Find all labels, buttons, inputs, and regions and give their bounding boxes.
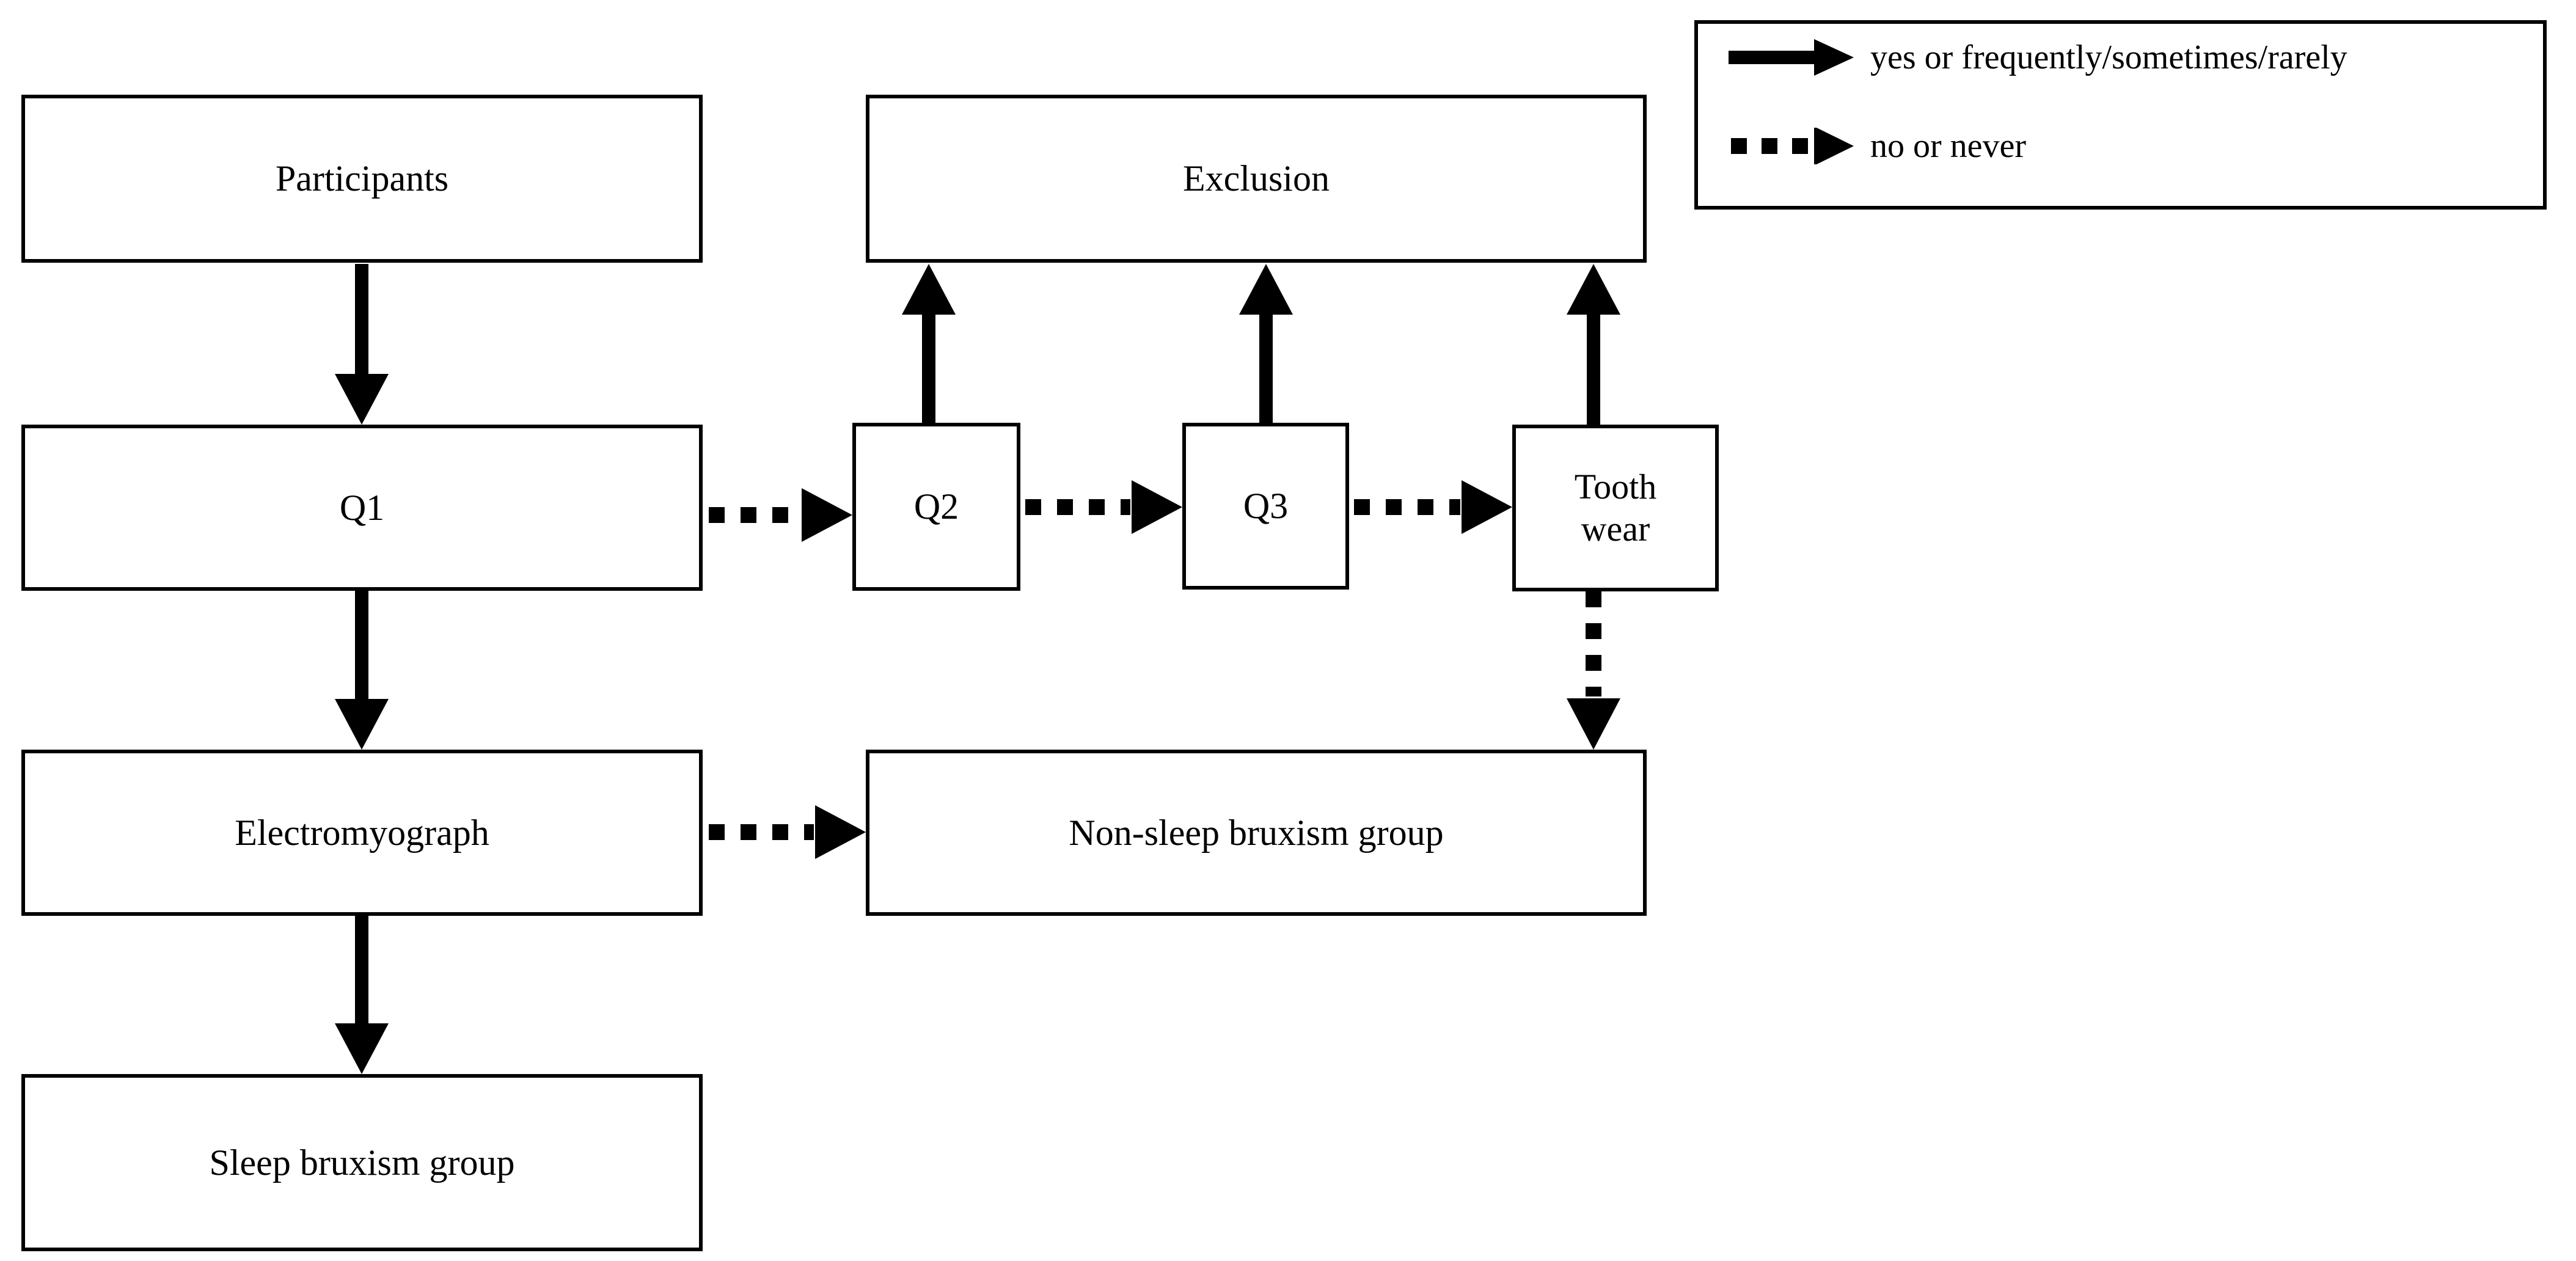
node-q3-label: Q3 [1243, 486, 1289, 527]
node-q2[interactable]: Q2 [852, 423, 1020, 591]
node-participants[interactable]: Participants [21, 95, 703, 263]
node-q3[interactable]: Q3 [1182, 423, 1349, 590]
legend-solid-label: yes or frequently/sometimes/rarely [1870, 38, 2347, 76]
edge-tooth-wear-to-exclusion [1567, 264, 1620, 425]
node-exclusion-label: Exclusion [1183, 158, 1330, 199]
edge-q1-to-q2 [709, 488, 852, 542]
node-non-sleep-bruxism-group-label: Non-sleep bruxism group [1069, 812, 1444, 853]
node-sleep-bruxism-group-label: Sleep bruxism group [209, 1142, 515, 1183]
legend-box: yes or frequently/sometimes/rarely no or… [1694, 20, 2547, 210]
edge-participants-to-q1 [335, 264, 389, 425]
node-non-sleep-bruxism-group[interactable]: Non-sleep bruxism group [866, 750, 1647, 916]
solid-arrow-icon [1729, 39, 1857, 76]
node-participants-label: Participants [275, 158, 449, 199]
edge-electromyograph-to-sleep-group [335, 916, 389, 1074]
node-q2-label: Q2 [913, 486, 959, 527]
node-sleep-bruxism-group[interactable]: Sleep bruxism group [21, 1074, 703, 1251]
edge-q3-to-tooth-wear [1354, 480, 1512, 534]
legend-row-solid: yes or frequently/sometimes/rarely [1729, 30, 2347, 85]
legend-dotted-label: no or never [1870, 127, 2027, 165]
edge-q1-to-electromyograph [335, 591, 389, 750]
node-tooth-wear-label: Tooth wear [1574, 467, 1657, 549]
node-electromyograph-label: Electromyograph [235, 812, 489, 853]
node-q1-label: Q1 [339, 487, 385, 528]
edge-q2-to-exclusion [902, 264, 956, 423]
node-tooth-wear[interactable]: Tooth wear [1512, 425, 1719, 591]
edge-q2-to-q3 [1025, 480, 1182, 534]
node-q1[interactable]: Q1 [21, 425, 703, 591]
node-exclusion[interactable]: Exclusion [866, 95, 1647, 263]
node-electromyograph[interactable]: Electromyograph [21, 750, 703, 916]
legend-row-dotted: no or never [1729, 119, 2026, 174]
edge-electromyograph-to-nonsleep-group [709, 805, 866, 859]
dotted-arrow-icon [1729, 126, 1857, 166]
edge-q3-to-exclusion [1239, 264, 1293, 423]
edge-tooth-wear-to-nonsleep-group [1567, 591, 1620, 750]
